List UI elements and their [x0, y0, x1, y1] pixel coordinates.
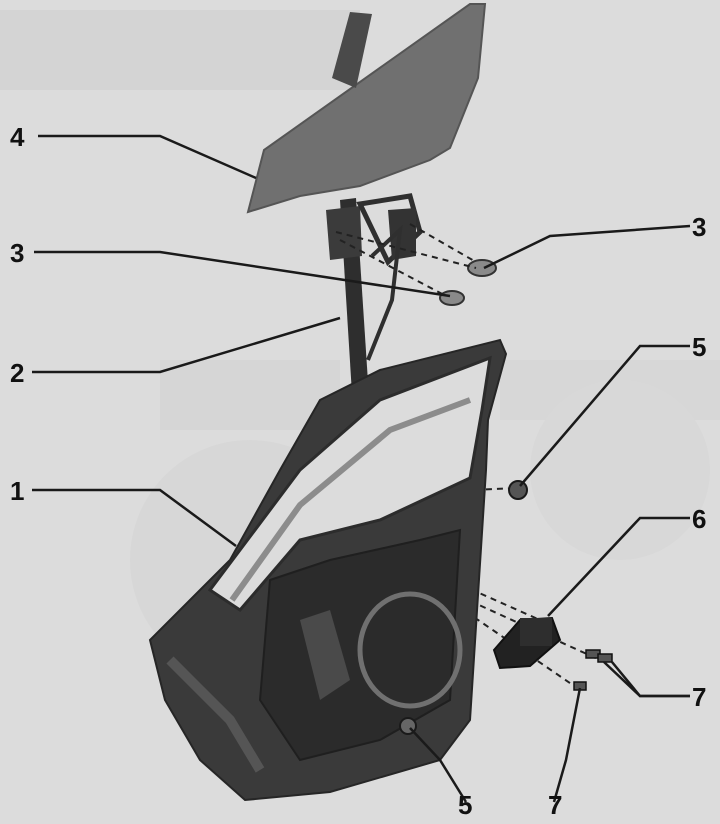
callout-4: 4 [10, 122, 25, 152]
callout-5-right: 5 [692, 332, 706, 362]
callout-7-bottom: 7 [548, 790, 562, 820]
regulator-motor [492, 616, 562, 670]
callout-7-right: 7 [692, 682, 706, 712]
glass-dark-edge [332, 12, 372, 88]
clip-upper-right [467, 259, 497, 277]
callout-2: 2 [10, 358, 24, 388]
window-glass [246, 3, 487, 214]
callout-1: 1 [10, 476, 24, 506]
bolts [573, 649, 613, 691]
clip-lower [439, 290, 465, 306]
door-shell [148, 338, 508, 802]
callout-5-bottom: 5 [458, 790, 472, 820]
callout-6: 6 [692, 504, 706, 534]
leader-lines [32, 134, 691, 803]
callout-3-left: 3 [10, 238, 24, 268]
nut-upper [508, 480, 528, 500]
callout-3-right: 3 [692, 212, 706, 242]
